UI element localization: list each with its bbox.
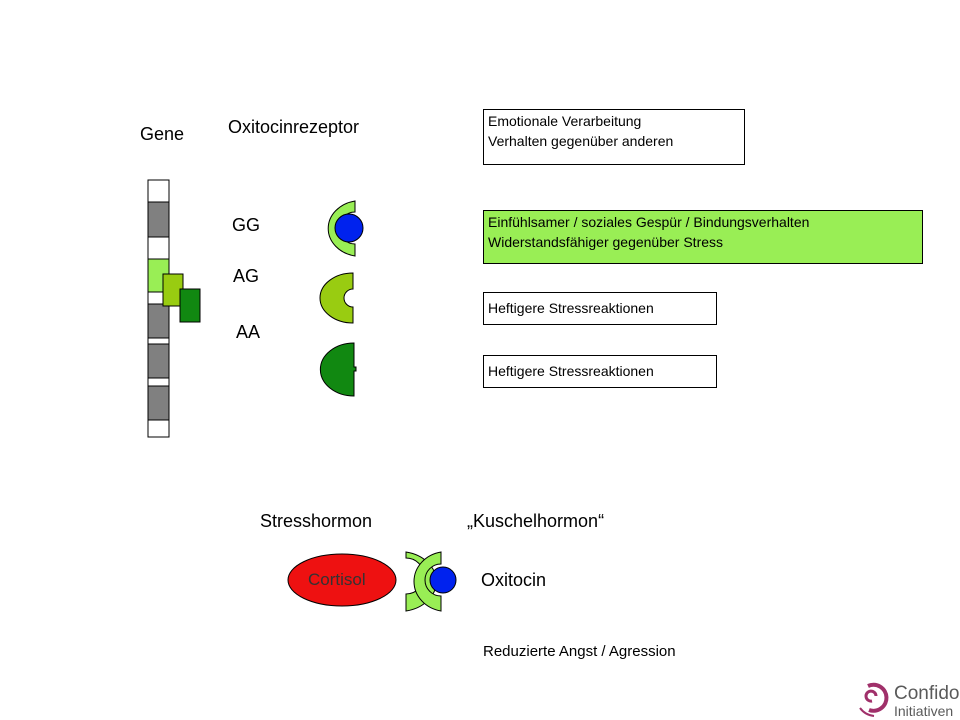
- genotype-ag-label: AG: [233, 266, 260, 286]
- receptor-aa: [319, 342, 357, 397]
- gene-segment: [147, 201, 170, 238]
- oxitocin-label: Oxitocin: [481, 570, 547, 590]
- box-line: Widerstandsfähiger gegenüber Stress: [488, 234, 724, 250]
- gene-segment: [147, 179, 170, 203]
- cortisol-group: [287, 551, 457, 612]
- oxitocin-molecule: [334, 213, 364, 243]
- genotype-gg-label: GG: [232, 215, 261, 235]
- box-stress-reaction-aa: Heftigere Stressreaktionen: [483, 355, 717, 388]
- box-line: Einfühlsamer / soziales Gespür / Bindung…: [488, 214, 810, 230]
- box-line: Verhalten gegenüber anderen: [488, 133, 674, 149]
- gene-label: Gene: [140, 124, 185, 144]
- box-emotional-processing: Emotionale Verarbeitung Verhalten gegenü…: [483, 109, 745, 165]
- gene-segment: [147, 343, 170, 379]
- gene-segment: [147, 303, 170, 339]
- box-line: Emotionale Verarbeitung: [488, 113, 642, 129]
- box-line: Heftigere Stressreaktionen: [488, 363, 654, 379]
- cortisol-label: Cortisol: [308, 570, 366, 589]
- cortisol-molecule: [287, 553, 397, 607]
- cuddle-hormone-label: „Kuschelhormon“: [467, 511, 605, 531]
- oxitocin-receptor: [413, 551, 442, 612]
- logo-text-initiativen: Initiativen: [894, 703, 954, 719]
- allele-marker-aa: [179, 288, 201, 323]
- gene-segment: [147, 419, 170, 438]
- receptor-label: Oxitocinrezeptor: [228, 117, 360, 137]
- box-stress-reaction-ag: Heftigere Stressreaktionen: [483, 292, 717, 325]
- receptor-ag: [319, 272, 354, 324]
- oxitocin-molecule: [429, 566, 457, 594]
- chromosome: [147, 179, 201, 438]
- stress-hormone-label: Stresshormon: [260, 511, 373, 531]
- confido-logo-mark: [859, 682, 889, 717]
- gene-segment: [147, 377, 170, 387]
- gene-segment: [147, 385, 170, 421]
- box-empathy: Einfühlsamer / soziales Gespür / Bindung…: [483, 210, 923, 264]
- box-line: Heftigere Stressreaktionen: [488, 300, 654, 316]
- receptor-gg: [327, 200, 364, 257]
- gene-segment: [147, 236, 170, 260]
- genotype-aa-label: AA: [236, 322, 261, 342]
- reduced-anxiety-label: Reduzierte Angst / Agression: [483, 643, 676, 660]
- logo-text-confido: Confido: [894, 683, 960, 704]
- gene-segment: [147, 337, 170, 345]
